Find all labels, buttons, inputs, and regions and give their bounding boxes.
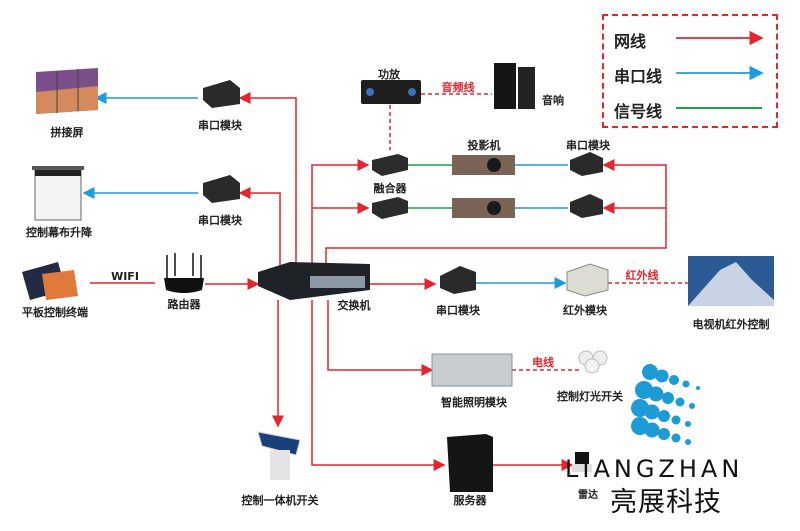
logo-dot [671, 433, 681, 443]
speaker-image [494, 63, 535, 109]
legend-serial-label: 串口线 [614, 67, 663, 86]
label-lighting-module: 智能照明模块 [441, 396, 507, 409]
legend: 网线 串口线 信号线 [602, 14, 778, 128]
tv-image [688, 256, 774, 306]
logo-dot [689, 403, 695, 409]
logo-dot [671, 415, 681, 425]
tablet-image [22, 262, 78, 300]
logo-dot [675, 397, 685, 407]
label-kiosk: 控制一体机开关 [241, 494, 319, 507]
label-wifi: WIFI [111, 270, 139, 283]
legend-lines [676, 30, 764, 109]
logo-dot [644, 422, 660, 438]
legend-network-label: 网线 [614, 32, 647, 51]
router-image [164, 253, 204, 293]
logo-dot [648, 386, 664, 402]
net-loop [325, 159, 667, 270]
serial-module-3-image [570, 152, 603, 176]
logo-dot [669, 375, 679, 385]
label-ir-module: 红外模块 [563, 304, 607, 317]
logo-dot [685, 439, 691, 445]
label-serial-module-4: 串口模块 [436, 304, 480, 317]
amplifier-image [361, 80, 421, 104]
logo-dot [662, 392, 674, 404]
projector-2-image [452, 198, 515, 218]
net-to-serial-1 [238, 92, 297, 270]
label-video-wall: 拼接屏 [50, 126, 84, 139]
serial-module-4-image [570, 194, 603, 218]
net-to-fusion-1 [311, 159, 370, 270]
label-serial-module-3: 串口模块 [566, 139, 610, 152]
logo-dot [631, 417, 649, 435]
lighting-module-image [431, 353, 513, 387]
switch-image [258, 262, 370, 300]
logo-dot [642, 364, 658, 380]
lamp-image [578, 350, 608, 374]
video-wall-image [36, 68, 98, 114]
label-projection-screen: 控制幕布升降 [26, 226, 92, 239]
ir-module-image [566, 263, 609, 297]
label-speaker: 音响 [542, 94, 564, 107]
label-fusion: 融合器 [373, 182, 407, 195]
server-image [447, 434, 493, 492]
label-ir-line: 红外线 [625, 269, 659, 282]
logo-chinese: 亮展科技 [610, 487, 722, 518]
logo-dot [682, 380, 690, 388]
label-tv: 电视机红外控制 [692, 318, 770, 331]
radar-image [572, 452, 592, 472]
projection-screen-image [32, 166, 84, 221]
label-serial-module-2: 串口模块 [198, 214, 242, 227]
label-router: 路由器 [167, 298, 201, 311]
logo-dot [655, 369, 669, 383]
logo-dot [696, 386, 700, 390]
logo-dot [635, 381, 653, 399]
logo-dot [685, 421, 691, 427]
label-serial-module-1: 串口模块 [198, 119, 242, 132]
label-amplifier: 功放 [378, 68, 400, 81]
label-power-line: 电线 [532, 356, 554, 369]
fusion-1-image [372, 154, 408, 176]
serial-module-2-image [203, 175, 240, 203]
kiosk-image [257, 431, 301, 480]
logo-dot [631, 399, 649, 417]
logo-globe [631, 364, 700, 445]
projector-1-image [452, 155, 515, 175]
logo-dot [658, 410, 670, 422]
label-projector: 投影机 [467, 139, 501, 152]
fusion-2-image [372, 197, 408, 219]
label-switch: 交换机 [337, 299, 371, 312]
logo-latin: LIANGZHAN [565, 455, 744, 483]
net-to-serial-2 [238, 187, 281, 270]
label-radar: 雷达 [578, 490, 598, 501]
label-lamp: 控制灯光开关 [557, 390, 623, 403]
net-to-server [311, 300, 446, 471]
legend-signal-label: 信号线 [614, 102, 663, 121]
label-server: 服务器 [453, 494, 487, 507]
label-tablet: 平板控制终端 [22, 306, 88, 319]
logo-dot [658, 428, 670, 440]
serial-module-5-image [440, 266, 476, 294]
label-audio-line: 音频线 [441, 81, 475, 94]
net-to-lighting [327, 300, 434, 376]
serial-module-1-image [203, 80, 240, 108]
logo-dot [644, 404, 660, 420]
